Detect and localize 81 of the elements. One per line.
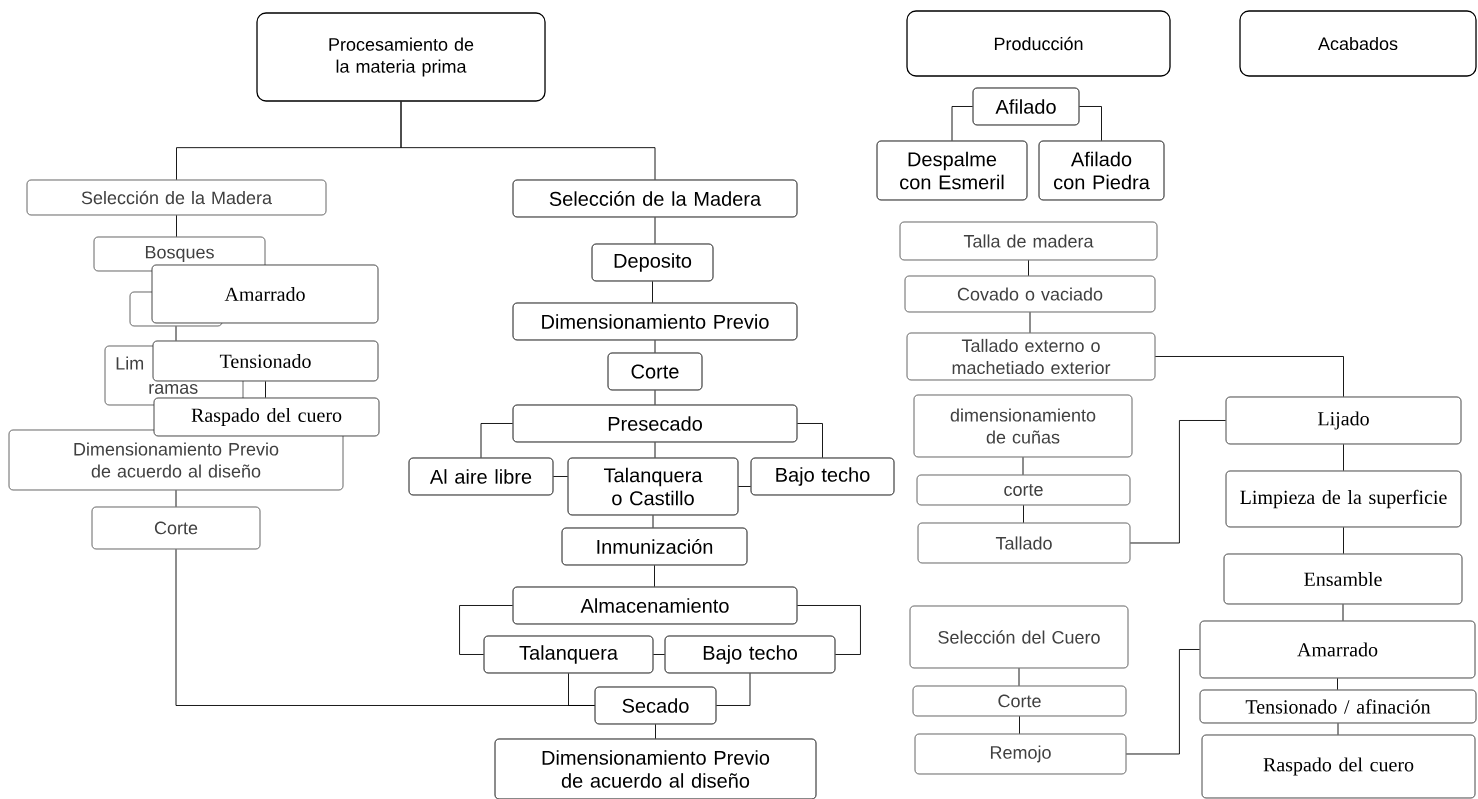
step-label: ramas [149, 384, 198, 394]
process-box: Presecado [512, 404, 798, 443]
connector-line [400, 101, 656, 180]
process-box: Raspado del cuero [153, 397, 380, 437]
process-box: Corte [91, 506, 261, 550]
connector-line [176, 214, 177, 238]
process-box: Tensionado / afinación [1199, 689, 1477, 724]
heading-box: Acabados [1239, 10, 1477, 77]
process-box: Selección de la Madera [512, 179, 798, 218]
connector-line [1337, 678, 1338, 690]
connector-line [653, 654, 665, 655]
connector-line [1125, 649, 1200, 755]
process-box: Bajo techo [750, 457, 895, 496]
connector-line [655, 724, 656, 739]
connector-line [1154, 356, 1344, 397]
connector-line [1029, 311, 1031, 334]
connector-line [459, 605, 513, 655]
connector-line [1342, 604, 1344, 621]
process-box: Al aire libre [408, 457, 554, 496]
connector-line [1343, 444, 1344, 471]
connector-line [652, 281, 653, 303]
process-box: Dimensionamiento Previo [512, 302, 798, 341]
process-box: Selección del Cuero [909, 605, 1129, 669]
process-box: Secado [594, 686, 717, 725]
connector-line [1079, 106, 1102, 141]
connector-line [568, 673, 595, 706]
process-box: Afilado con Piedra [1038, 140, 1165, 201]
process-box: dimensionamiento de cuñas [913, 394, 1133, 458]
connector-line [654, 565, 655, 587]
connector-line [797, 423, 823, 458]
connector-line [654, 217, 656, 244]
process-box: Ensamble [1223, 553, 1463, 605]
connector-line [654, 442, 656, 458]
connector-line [1022, 456, 1024, 476]
connector-line [797, 605, 861, 655]
process-box: Corte [607, 352, 703, 391]
process-box: Tallado externo o machetiado exterior [906, 332, 1156, 381]
process-box: Talanquera [483, 635, 654, 674]
process-box: Talanquera o Castillo [567, 457, 739, 516]
process-box: Amarrado [151, 264, 379, 324]
connector-line [265, 381, 266, 398]
process-box: Almacenamiento [512, 586, 798, 625]
process-box: Dimensionamiento Previo de acuerdo al diseño [494, 738, 817, 799]
process-box: Bajo techo [664, 635, 836, 674]
process-box: Afilado [972, 87, 1080, 126]
process-box: Raspado del cuero [1201, 734, 1476, 799]
connector-line [951, 106, 973, 141]
process-box: Corte [912, 685, 1127, 717]
connector-line [654, 340, 656, 353]
connector-line [652, 515, 654, 528]
connector-line [654, 390, 656, 405]
connector-line [716, 673, 751, 706]
process-box: Deposito [591, 243, 714, 282]
process-box: corte [916, 474, 1131, 506]
process-box: Amarrado [1199, 620, 1476, 679]
process-box: Despalme con Esmeril [876, 140, 1028, 201]
heading-box: Producción [906, 10, 1171, 77]
process-box: Remojo [914, 733, 1127, 775]
process-box: Covado o vaciado [904, 275, 1156, 313]
process-box: Talla de madera [899, 221, 1158, 261]
process-box: Lijado [1225, 396, 1462, 445]
connector-line [738, 486, 751, 487]
connector-line [175, 489, 177, 508]
connector-line [480, 423, 513, 458]
connector-line [553, 476, 568, 477]
connector-line [1019, 715, 1020, 735]
connector-line [1018, 667, 1020, 687]
connector-line [1343, 527, 1344, 554]
process-box: Selección de la Madera [26, 179, 327, 216]
heading-box: Procesamiento de la materia prima [256, 12, 546, 102]
connector-line [1023, 504, 1024, 524]
process-box: Inmunización [561, 527, 748, 566]
connector-line [175, 325, 177, 341]
connector-line [1337, 723, 1339, 735]
connector-line [1129, 420, 1226, 544]
process-box: Tensionado [152, 340, 379, 382]
step-label: Lim [116, 356, 144, 370]
process-box: Tallado [917, 522, 1131, 564]
process-box: Dimensionamiento Previo de acuerdo al diseño [8, 429, 344, 491]
connector-line [1028, 259, 1029, 277]
process-box: Limpieza de la superficie [1225, 470, 1462, 528]
